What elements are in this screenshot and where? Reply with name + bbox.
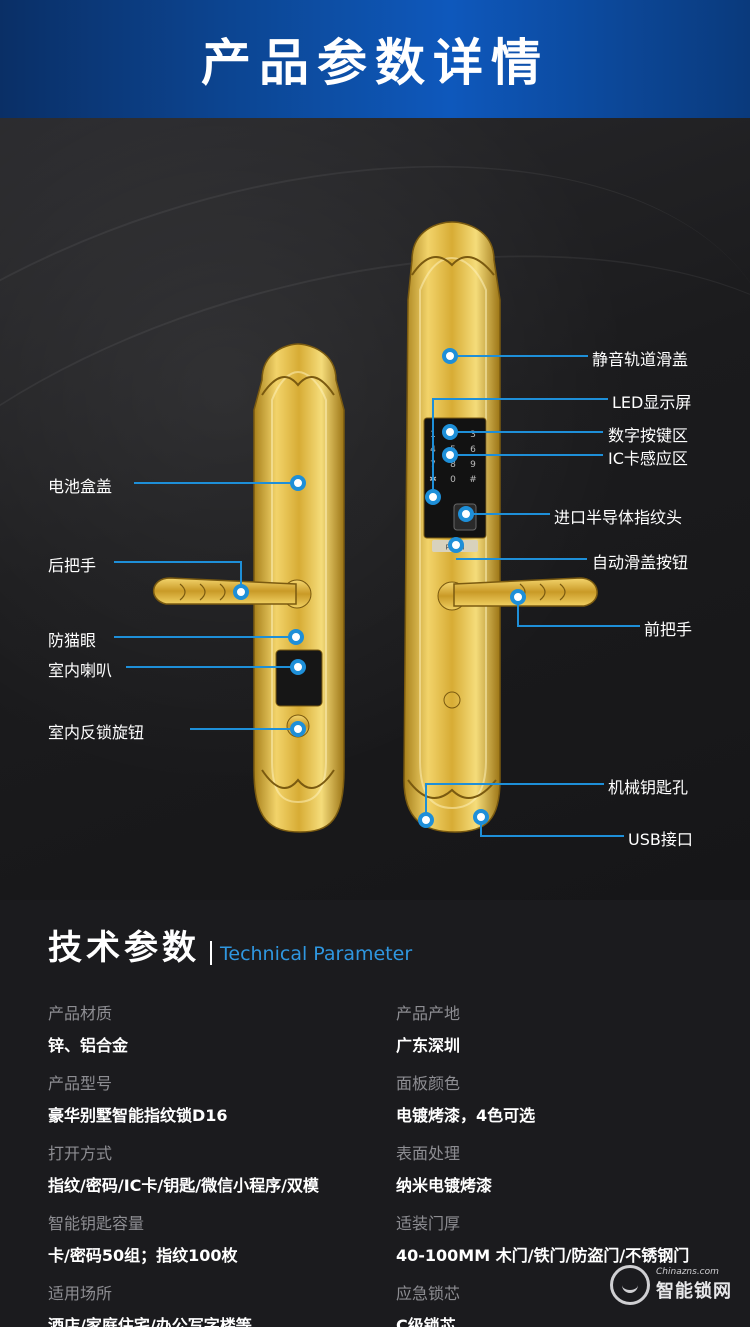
callout-key-hole: 机械钥匙孔 [608,778,689,797]
watermark-url: Chinazns.com [656,1267,719,1277]
callout-battery-cover: 电池盒盖 [48,477,113,496]
param-value: 指纹/密码/IC卡/钥匙/微信小程序/双模 [48,1176,319,1195]
param-item: 产品材质 锌、铝合金 [48,1000,128,1056]
keypad-key: 8 [450,460,456,470]
param-label: 面板颜色 [396,1074,461,1093]
keypad-key: 6 [470,445,476,455]
marker-indoor-lock-knob [290,721,306,737]
marker-battery-cover [290,475,306,491]
param-label: 智能钥匙容量 [48,1214,145,1233]
lock-illustration: PUSH 1 2 3 4 5 6 7 8 9 ✱ 0 # [114,221,640,837]
param-label: 适用场所 [48,1284,113,1303]
param-value: 锌、铝合金 [48,1036,129,1055]
marker-rear-handle [233,584,249,600]
keypad-key: # [469,475,477,485]
param-label: 打开方式 [48,1144,113,1163]
tech-section: 技术参数 Technical Parameter 产品材质 锌、铝合金 产品产地… [0,900,750,1327]
callout-peephole: 防猫眼 [48,631,97,650]
marker-led-display [425,489,441,505]
tech-title: 技术参数 [48,928,200,968]
callout-led-display: LED显示屏 [612,393,692,412]
param-item: 智能钥匙容量 卡/密码50组；指纹100枚 [48,1210,238,1266]
watermark-logo: Chinazns.com 智能锁网 [610,1265,732,1305]
front-panel: PUSH [403,221,501,833]
callout-digital-keypad: 数字按键区 [608,426,689,445]
marker-usb-port [473,809,489,825]
keypad-key: 3 [470,430,476,440]
callout-indoor-speaker: 室内喇叭 [48,661,113,680]
callout-rear-handle: 后把手 [48,556,97,575]
header-banner: 产品参数详情 [0,0,750,118]
chat-bubble-icon [610,1265,650,1305]
marker-auto-slide-button [448,537,464,553]
callout-usb-port: USB接口 [628,830,693,849]
watermark-name: 智能锁网 [656,1281,732,1302]
param-label: 应急锁芯 [396,1284,461,1303]
param-value: 豪华别墅智能指纹锁D16 [48,1106,228,1125]
param-item: 应急锁芯 C级锁芯 [396,1280,460,1327]
param-item: 适装门厚 40-100MM 木门/铁门/防盗门/不锈钢门 [396,1210,689,1266]
param-label: 产品型号 [48,1074,113,1093]
param-label: 产品材质 [48,1004,113,1023]
keypad-key: 0 [450,475,456,485]
page-title: 产品参数详情 [201,34,549,92]
param-item: 适用场所 酒店/家庭住宅/办公写字楼等 [48,1280,252,1327]
param-value: 纳米电镀烤漆 [396,1176,493,1195]
marker-front-handle [510,589,526,605]
callout-markers [233,348,526,828]
callout-silent-slide-cover: 静音轨道滑盖 [592,350,689,369]
marker-digital-keypad [442,424,458,440]
param-item: 产品产地 广东深圳 [396,1000,460,1056]
param-label: 表面处理 [396,1144,461,1163]
marker-indoor-speaker [290,659,306,675]
param-label: 适装门厚 [396,1214,461,1233]
param-label: 产品产地 [396,1004,461,1023]
rear-handle [153,577,297,605]
param-value: C级锁芯 [396,1316,456,1327]
tech-subtitle: Technical Parameter [220,943,413,965]
param-value: 卡/密码50组；指纹100枚 [48,1246,238,1265]
param-value: 40-100MM 木门/铁门/防盗门/不锈钢门 [396,1246,690,1265]
tech-header: 技术参数 Technical Parameter [48,920,412,969]
param-item: 打开方式 指纹/密码/IC卡/钥匙/微信小程序/双模 [48,1140,319,1196]
marker-key-hole [418,812,434,828]
keypad-key: 9 [470,460,476,470]
param-item: 表面处理 纳米电镀烤漆 [396,1140,492,1196]
param-value: 广东深圳 [396,1036,461,1055]
param-value: 电镀烤漆，4色可选 [396,1106,536,1125]
front-handle [453,577,598,607]
tech-divider [210,941,212,965]
param-item: 产品型号 豪华别墅智能指纹锁D16 [48,1070,228,1126]
callout-front-handle: 前把手 [644,620,693,639]
param-item: 面板颜色 电镀烤漆，4色可选 [396,1070,535,1126]
callout-ic-card-area: IC卡感应区 [608,449,688,468]
product-stage: PUSH 1 2 3 4 5 6 7 8 9 ✱ 0 # [0,118,750,900]
callout-fingerprint-sensor: 进口半导体指纹头 [554,508,683,527]
marker-ic-card-area [442,447,458,463]
callout-auto-slide-button: 自动滑盖按钮 [592,553,689,572]
marker-silent-slide-cover [442,348,458,364]
marker-peephole [288,629,304,645]
callout-indoor-lock-knob: 室内反锁旋钮 [48,723,145,742]
marker-fingerprint-sensor [458,506,474,522]
param-value: 酒店/家庭住宅/办公写字楼等 [48,1316,252,1327]
